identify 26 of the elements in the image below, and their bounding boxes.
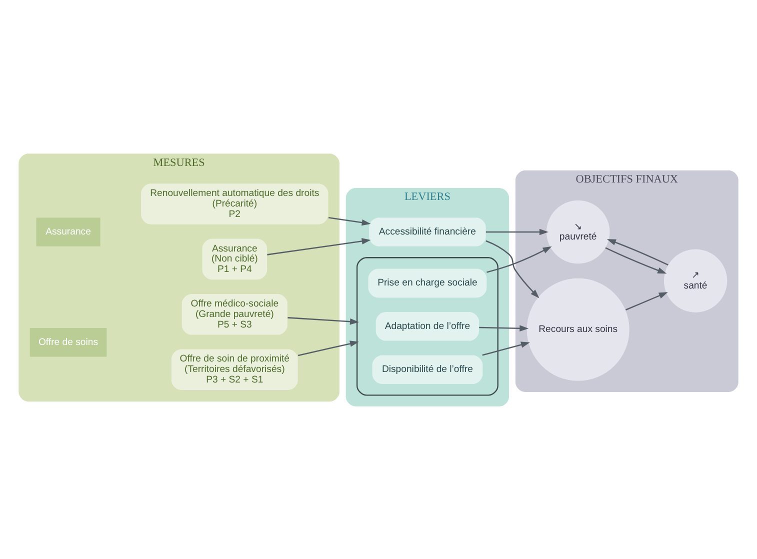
node-box: Prise en charge sociale bbox=[368, 268, 487, 298]
arrow bbox=[298, 340, 359, 356]
arrow bbox=[328, 216, 371, 226]
cluster bbox=[356, 256, 498, 396]
node-circle: ↘ pauvreté bbox=[546, 200, 610, 264]
node-box: Assurance bbox=[36, 217, 100, 246]
node-box: Accessibilité financière bbox=[369, 217, 486, 246]
node-box: Offre de soin de proximité (Territoires défavorisés) P3 + S2 + S1 bbox=[171, 348, 298, 390]
node-circle: ↗ santé bbox=[664, 248, 728, 312]
node-box: Offre de soins bbox=[30, 328, 107, 356]
node-box: Adaptation de l’offre bbox=[376, 312, 480, 340]
arrow bbox=[288, 316, 359, 324]
arrow bbox=[486, 240, 540, 298]
arrow bbox=[606, 238, 668, 266]
node-box: Assurance (Non ciblé) P1 + P4 bbox=[202, 238, 268, 280]
node-circle: Recours aux soins bbox=[526, 278, 630, 380]
arrow bbox=[482, 341, 530, 356]
node-box: Offre médico-sociale (Grande pauvreté) P5 + S3 bbox=[182, 294, 288, 334]
arrow bbox=[486, 228, 548, 235]
arrow bbox=[486, 246, 552, 272]
node-box: Renouvellement automatique des droits (Précarité) P2 bbox=[141, 183, 328, 224]
arrow bbox=[625, 292, 668, 310]
node-box: Disponibilité de l’offre bbox=[372, 354, 483, 384]
arrow bbox=[479, 324, 529, 331]
arrow bbox=[605, 246, 667, 274]
arrow bbox=[267, 238, 371, 255]
